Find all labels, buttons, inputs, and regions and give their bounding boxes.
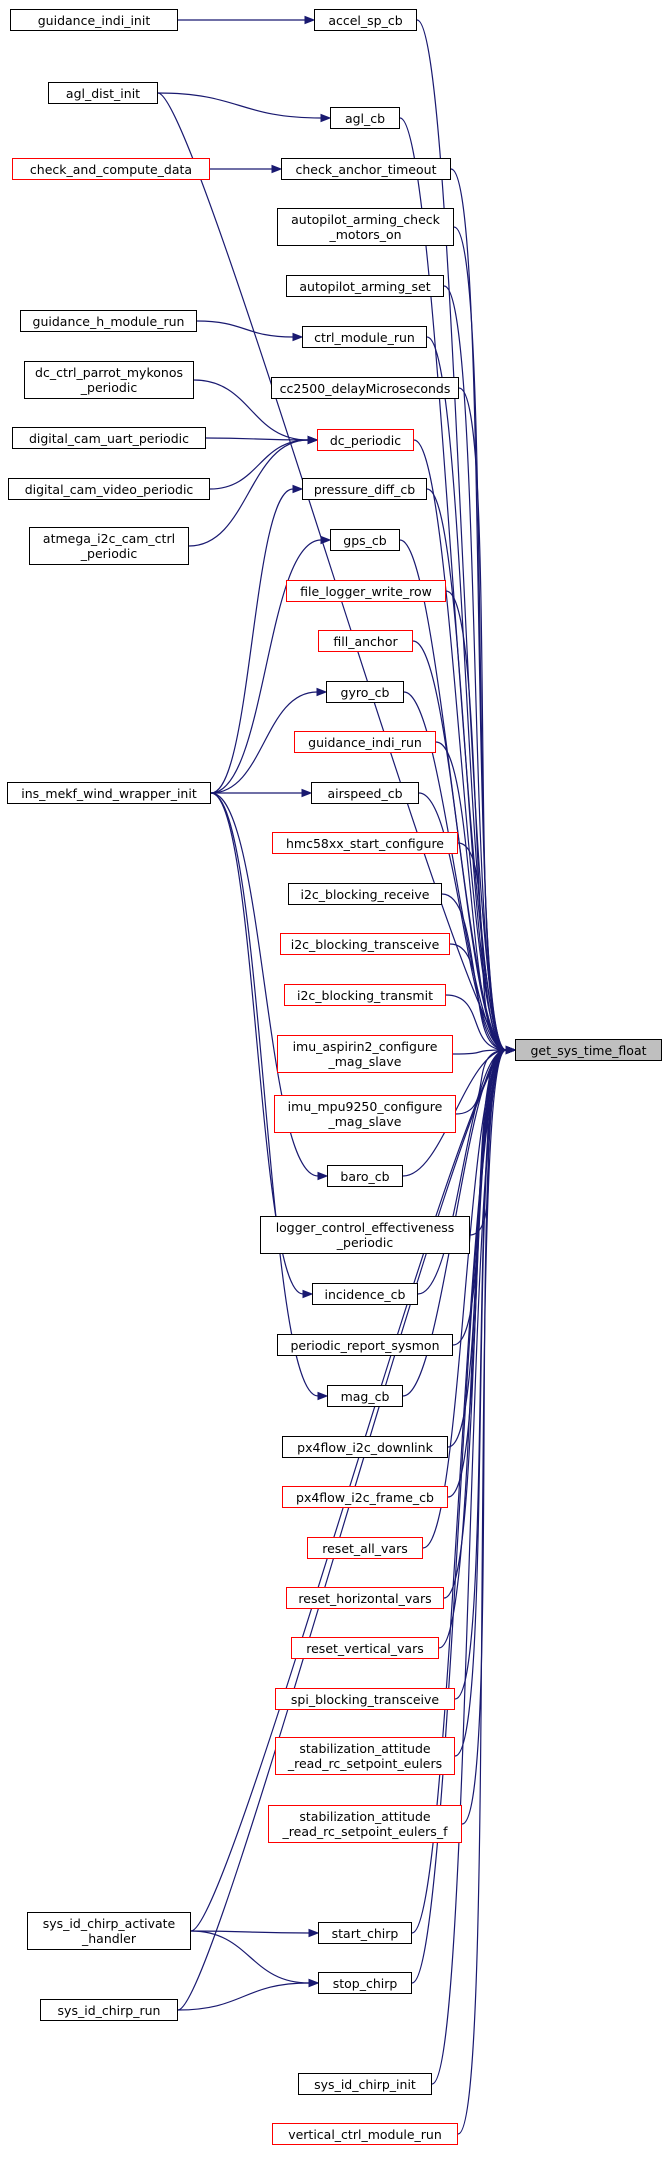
edge-guidance-indi-run-to-get-sys-time-float	[435, 741, 507, 1051]
arrowhead	[317, 1171, 329, 1181]
node-i2c-blocking-transmit[interactable]: i2c_blocking_transmit	[284, 984, 446, 1006]
node-dc-periodic[interactable]: dc_periodic	[317, 429, 414, 451]
edge-sys-id-chirp-activate-handler-to-stop-chirp	[190, 1930, 310, 1984]
node-cc2500-delayMicroseconds[interactable]: cc2500_delayMicroseconds	[271, 377, 459, 399]
arrowhead	[320, 535, 332, 545]
node-spi-blocking-transceive[interactable]: spi_blocking_transceive	[275, 1688, 455, 1710]
edge-agl-dist-init-to-get-sys-time-float	[157, 92, 507, 1051]
edge-stop-chirp-to-get-sys-time-float	[411, 1049, 507, 1984]
arrowhead	[308, 1928, 320, 1938]
node-get-sys-time-float: get_sys_time_float	[515, 1039, 662, 1061]
node-reset-horizontal-vars[interactable]: reset_horizontal_vars	[286, 1587, 444, 1609]
node-pressure-diff-cb[interactable]: pressure_diff_cb	[302, 478, 427, 500]
edge-agl-dist-init-to-agl-cb	[157, 92, 322, 119]
edge-incidence-cb-to-get-sys-time-float	[417, 1049, 507, 1295]
arrowhead	[316, 687, 328, 697]
node-logger-control-effectiveness-periodic[interactable]: logger_control_effectiveness _periodic	[260, 1216, 470, 1254]
node-gps-cb[interactable]: gps_cb	[330, 529, 400, 551]
node-agl-cb[interactable]: agl_cb	[330, 107, 400, 129]
arrowhead	[301, 788, 313, 798]
node-mag-cb[interactable]: mag_cb	[327, 1385, 403, 1407]
edge-atmega-i2c-cam-ctrl-periodic-to-dc-periodic	[188, 439, 309, 547]
node-baro-cb[interactable]: baro_cb	[327, 1165, 403, 1187]
edge-cc2500-delayMicroseconds-to-get-sys-time-float	[458, 387, 507, 1051]
node-guidance-h-module-run[interactable]: guidance_h_module_run	[20, 310, 197, 332]
node-autopilot-arming-set[interactable]: autopilot_arming_set	[286, 275, 444, 297]
edge-digital-cam-uart-periodic-to-dc-periodic	[205, 437, 309, 441]
edge-sys-id-chirp-run-to-stop-chirp	[177, 1982, 310, 2011]
node-digital-cam-uart-periodic[interactable]: digital_cam_uart_periodic	[12, 427, 206, 449]
arrowhead	[302, 1289, 314, 1299]
node-digital-cam-video-periodic[interactable]: digital_cam_video_periodic	[8, 478, 210, 500]
node-imu-mpu9250-configure-mag-slave[interactable]: imu_mpu9250_configure _mag_slave	[274, 1095, 456, 1133]
node-stabilization-attitude-read-rc-setpoint-eulers[interactable]: stabilization_attitude _read_rc_setpoint…	[275, 1737, 455, 1775]
node-sys-id-chirp-activate-handler[interactable]: sys_id_chirp_activate _handler	[27, 1912, 191, 1950]
node-stabilization-attitude-read-rc-setpoint-eulers-f[interactable]: stabilization_attitude _read_rc_setpoint…	[268, 1805, 462, 1843]
node-px4flow-i2c-frame-cb[interactable]: px4flow_i2c_frame_cb	[282, 1486, 448, 1508]
edge-ins-mekf-wind-wrapper-init-to-incidence-cb	[210, 792, 304, 1295]
node-reset-all-vars[interactable]: reset_all_vars	[307, 1537, 423, 1559]
edge-i2c-blocking-transceive-to-get-sys-time-float	[449, 943, 507, 1051]
node-gyro-cb[interactable]: gyro_cb	[326, 681, 404, 703]
edge-sys-id-chirp-activate-handler-to-start-chirp	[190, 1930, 310, 1934]
arrowhead	[505, 1045, 517, 1055]
edge-imu-mpu9250-configure-mag-slave-to-get-sys-time-float	[455, 1049, 507, 1115]
edge-sys-id-chirp-init-to-get-sys-time-float	[431, 1049, 507, 2085]
edge-ins-mekf-wind-wrapper-init-to-baro-cb	[210, 792, 319, 1177]
node-start-chirp[interactable]: start_chirp	[318, 1922, 412, 1944]
node-dc-ctrl-parrot-mykonos-periodic[interactable]: dc_ctrl_parrot_mykonos _periodic	[24, 361, 194, 399]
node-reset-vertical-vars[interactable]: reset_vertical_vars	[291, 1637, 439, 1659]
edge-dc-ctrl-parrot-mykonos-periodic-to-dc-periodic	[193, 379, 309, 441]
node-incidence-cb[interactable]: incidence_cb	[312, 1283, 418, 1305]
node-guidance-indi-init[interactable]: guidance_indi_init	[10, 9, 178, 31]
edge-hmc58xx-start-configure-to-get-sys-time-float	[457, 842, 507, 1051]
node-check-anchor-timeout[interactable]: check_anchor_timeout	[281, 158, 451, 180]
edge-ins-mekf-wind-wrapper-init-to-pressure-diff-cb	[210, 488, 294, 794]
node-px4flow-i2c-downlink[interactable]: px4flow_i2c_downlink	[282, 1436, 448, 1458]
arrowhead	[317, 1391, 329, 1401]
node-sys-id-chirp-run[interactable]: sys_id_chirp_run	[40, 1999, 178, 2021]
edge-file-logger-write-row-to-get-sys-time-float	[445, 590, 507, 1051]
node-hmc58xx-start-configure[interactable]: hmc58xx_start_configure	[272, 832, 458, 854]
node-airspeed-cb[interactable]: airspeed_cb	[311, 782, 419, 804]
node-file-logger-write-row[interactable]: file_logger_write_row	[286, 580, 446, 602]
node-ins-mekf-wind-wrapper-init[interactable]: ins_mekf_wind_wrapper_init	[7, 782, 211, 804]
node-ctrl-module-run[interactable]: ctrl_module_run	[302, 326, 427, 348]
node-vertical-ctrl-module-run[interactable]: vertical_ctrl_module_run	[272, 2123, 458, 2145]
edge-sys-id-chirp-run-to-get-sys-time-float	[177, 1049, 507, 2011]
edge-i2c-blocking-transmit-to-get-sys-time-float	[445, 994, 507, 1051]
arrowhead	[320, 113, 332, 123]
node-accel-sp-cb[interactable]: accel_sp_cb	[314, 9, 417, 31]
edge-ins-mekf-wind-wrapper-init-to-mag-cb	[210, 792, 319, 1397]
edge-vertical-ctrl-module-run-to-get-sys-time-float	[457, 1049, 507, 2135]
edge-ins-mekf-wind-wrapper-init-to-gps-cb	[210, 539, 322, 794]
node-periodic-report-sysmon[interactable]: periodic_report_sysmon	[277, 1334, 453, 1356]
node-fill-anchor[interactable]: fill_anchor	[318, 630, 413, 652]
node-i2c-blocking-transceive[interactable]: i2c_blocking_transceive	[280, 933, 450, 955]
node-autopilot-arming-check-motors-on[interactable]: autopilot_arming_check _motors_on	[277, 208, 454, 246]
edge-guidance-h-module-run-to-ctrl-module-run	[196, 320, 294, 338]
edge-imu-aspirin2-configure-mag-slave-to-get-sys-time-float	[452, 1049, 507, 1055]
arrowhead	[271, 164, 283, 174]
node-i2c-blocking-receive[interactable]: i2c_blocking_receive	[288, 883, 442, 905]
node-atmega-i2c-cam-ctrl-periodic[interactable]: atmega_i2c_cam_ctrl _periodic	[29, 527, 189, 565]
edge-fill-anchor-to-get-sys-time-float	[412, 640, 507, 1051]
arrowhead	[304, 15, 316, 25]
edge-ins-mekf-wind-wrapper-init-to-gyro-cb	[210, 691, 318, 794]
arrowhead	[308, 1978, 320, 1988]
edge-reset-all-vars-to-get-sys-time-float	[422, 1049, 507, 1549]
node-check-and-compute-data[interactable]: check_and_compute_data	[12, 158, 210, 180]
node-agl-dist-init[interactable]: agl_dist_init	[48, 82, 158, 104]
node-stop-chirp[interactable]: stop_chirp	[318, 1972, 412, 1994]
arrowhead	[307, 435, 319, 445]
node-imu-aspirin2-configure-mag-slave[interactable]: imu_aspirin2_configure _mag_slave	[277, 1035, 453, 1073]
arrowhead	[292, 484, 304, 494]
arrowhead	[292, 332, 304, 342]
node-guidance-indi-run[interactable]: guidance_indi_run	[294, 731, 436, 753]
node-sys-id-chirp-init[interactable]: sys_id_chirp_init	[298, 2073, 432, 2095]
edge-autopilot-arming-check-motors-on-to-get-sys-time-float	[453, 226, 507, 1051]
